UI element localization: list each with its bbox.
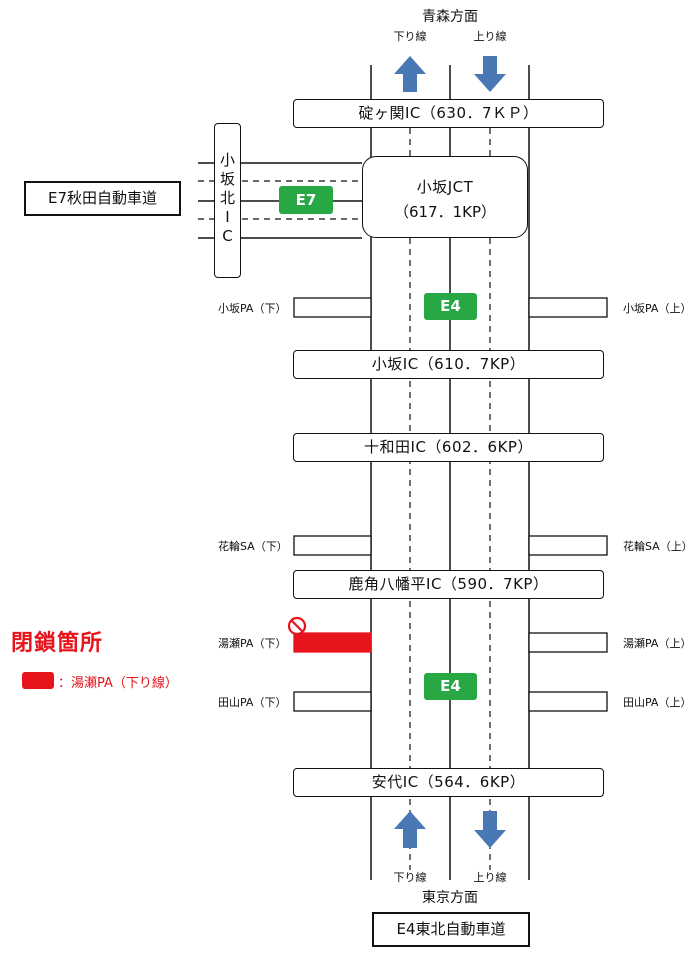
ic-box-kosaka: 小坂IC（610．7KP） [293, 350, 604, 379]
pa-stub-kosaka-up [528, 297, 608, 318]
arrow-up-icon-north [394, 56, 426, 92]
pa-label-yuze-up: 湯瀬PA（上） [623, 637, 692, 650]
sa-stub-hanawa-up [528, 535, 608, 556]
pa-stub-yuze-up [528, 632, 608, 653]
north-direction-label: 青森方面 [422, 9, 478, 25]
sa-label-hanawa-up: 花輪SA（上） [623, 540, 693, 553]
pa-label-kosaka-up: 小坂PA（上） [623, 302, 692, 315]
ic-box-kazuno-hachimantai: 鹿角八幡平IC（590．7KP） [293, 570, 604, 599]
ic-box-towada: 十和田IC（602．6KP） [293, 433, 604, 462]
pa-label-yuze-down: 湯瀬PA（下） [218, 637, 287, 650]
south-down-lane-label: 下り線 [393, 871, 427, 884]
north-up-lane-label: 上り線 [473, 30, 507, 43]
arrow-down-icon-south [474, 811, 506, 848]
jct-name: 小坂JCT [416, 178, 474, 196]
arrow-down-icon-north [474, 56, 506, 92]
north-down-lane-label: 下り線 [393, 30, 427, 43]
arrow-up-icon-south [394, 811, 426, 848]
south-direction-label: 東京方面 [422, 890, 478, 906]
ic-box-ikarigaseki: 碇ヶ関IC（630．7ＫＰ） [293, 99, 604, 128]
south-up-lane-label: 上り線 [473, 871, 507, 884]
sa-label-hanawa-down: 花輪SA（下） [218, 540, 288, 553]
pa-label-tayama-up: 田山PA（上） [623, 696, 692, 709]
kosaka-kita-ic-char-5: C [222, 227, 233, 245]
jct-box: 小坂JCT （617．1KP） [362, 156, 528, 238]
closure-title: 閉鎖箇所 [11, 631, 104, 656]
pa-label-tayama-down: 田山PA（下） [218, 696, 287, 709]
e4-route-badge-lower: E4 [424, 673, 477, 700]
sa-stub-hanawa-down [293, 535, 372, 556]
kosaka-kita-ic-char-1: 小 [219, 151, 235, 169]
no-entry-icon [287, 616, 307, 636]
kosaka-kita-ic-char-3: 北 [219, 189, 235, 207]
pa-stub-yuze-down-closed [293, 632, 372, 653]
kosaka-kita-ic-char-4: I [225, 208, 230, 226]
tohoku-expressway-label: E4東北自動車道 [372, 912, 530, 947]
closure-legend-text: ：湯瀬PA（下り線） [58, 676, 178, 691]
e7-route-badge: E7 [279, 186, 333, 214]
kosaka-kita-ic-box: 小 坂 北 I C [214, 123, 241, 278]
pa-label-kosaka-down: 小坂PA（下） [218, 302, 287, 315]
pa-stub-kosaka-down [293, 297, 372, 318]
jct-kp: （617．1KP） [393, 203, 497, 221]
e4-route-badge-upper: E4 [424, 293, 477, 320]
pa-stub-tayama-down [293, 691, 372, 712]
closure-legend-swatch [22, 672, 54, 689]
pa-stub-tayama-up [528, 691, 608, 712]
ic-box-ashiro: 安代IC（564．6KP） [293, 768, 604, 797]
kosaka-kita-ic-char-2: 坂 [219, 170, 235, 188]
akita-expressway-label: E7秋田自動車道 [24, 181, 181, 216]
